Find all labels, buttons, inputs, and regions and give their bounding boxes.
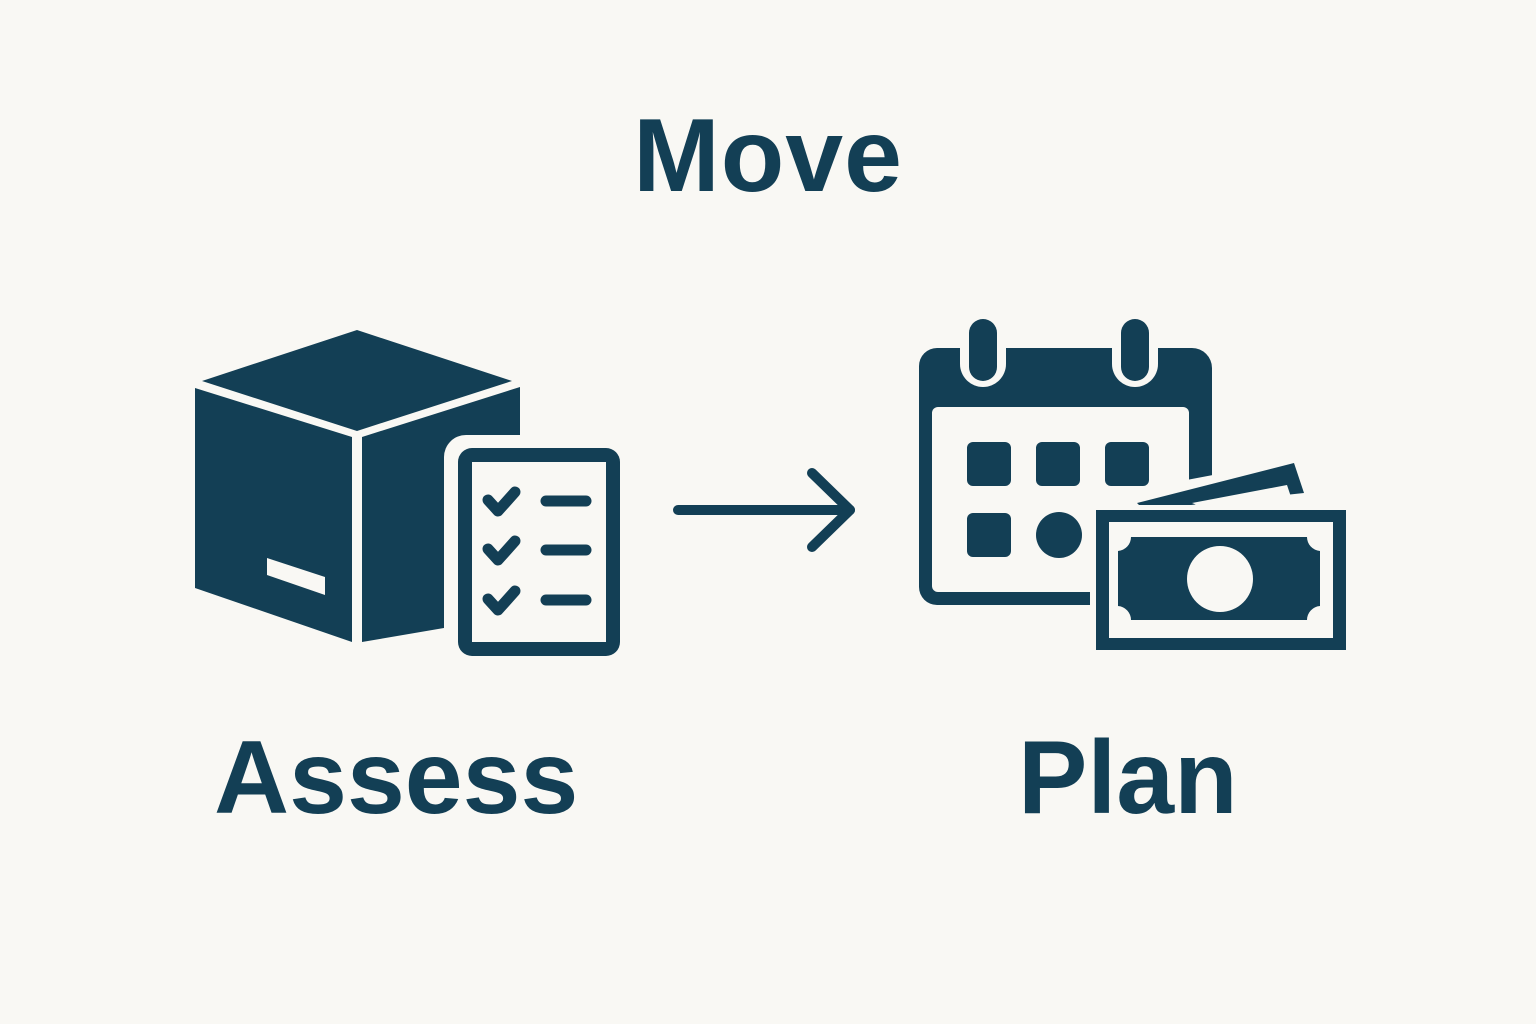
step-label-plan: Plan: [1018, 720, 1238, 836]
step-label-assess: Assess: [214, 720, 579, 836]
box-checklist-icon: [195, 330, 630, 660]
calendar-money-icon: [919, 315, 1352, 655]
diagram-title: Move: [633, 98, 903, 214]
right-arrow-icon: [673, 468, 855, 552]
